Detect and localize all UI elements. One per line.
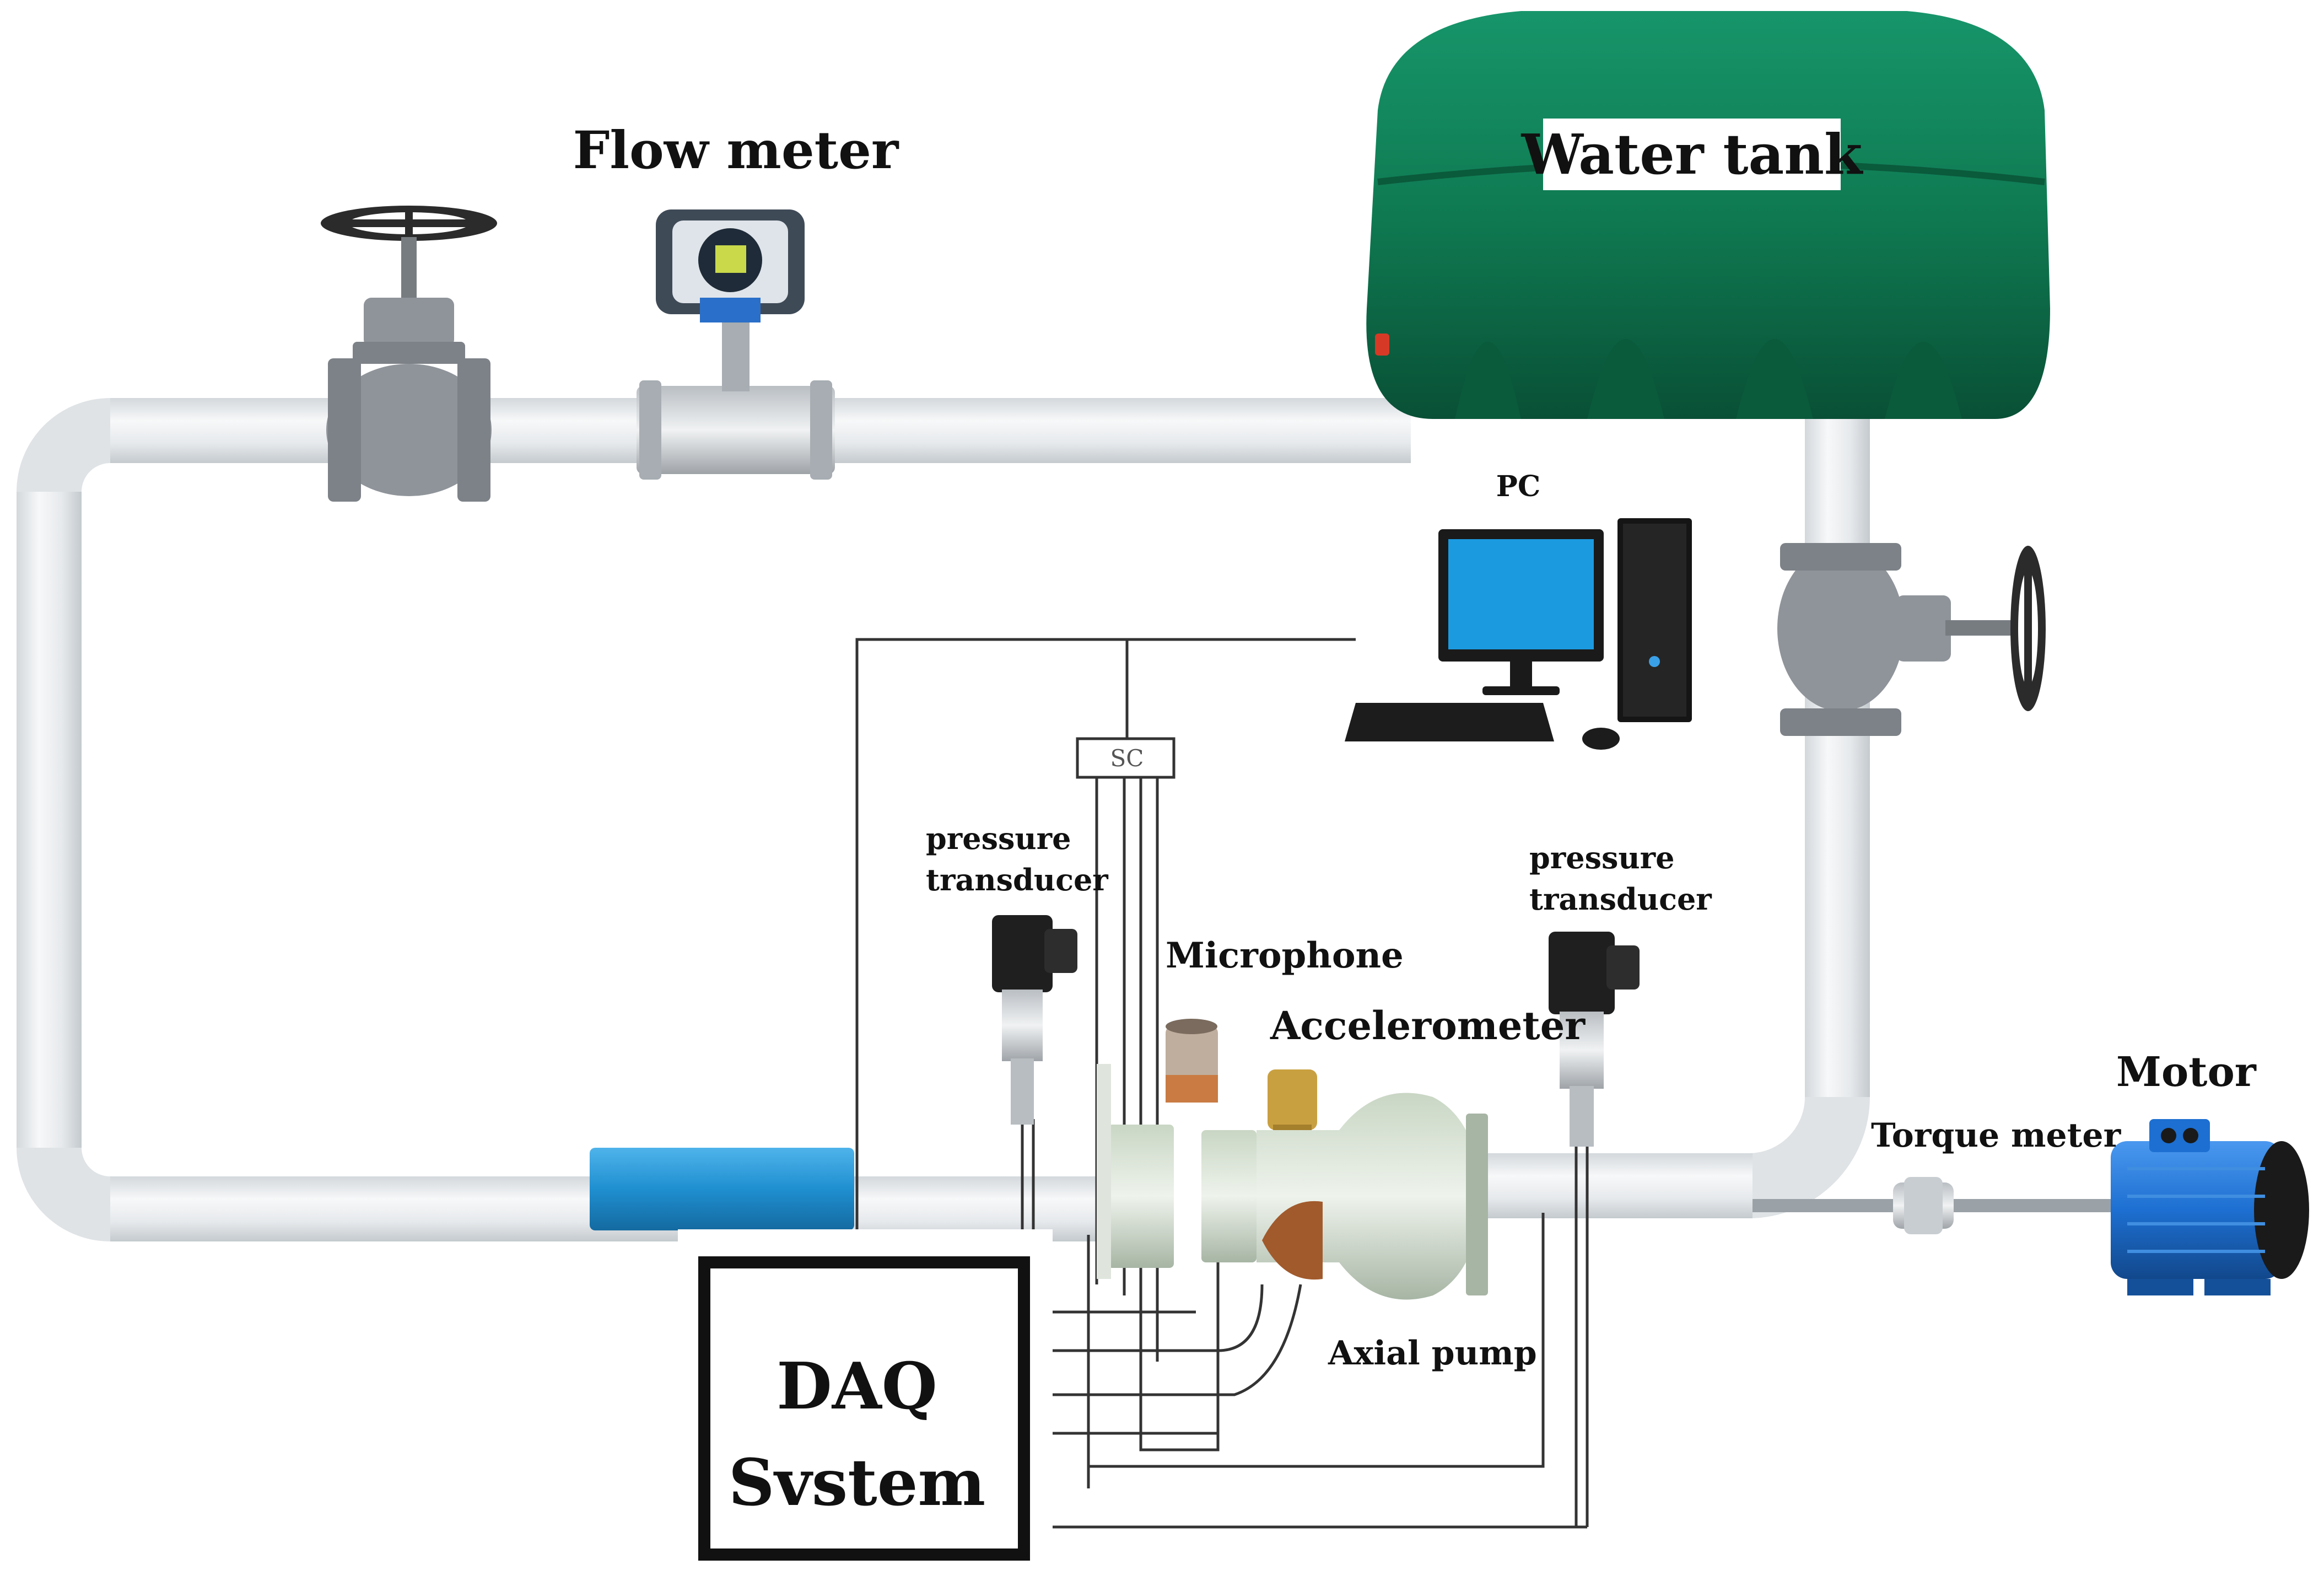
pc-label: PC: [1496, 470, 1541, 503]
pressure-transducer-right-label-line2: transducer: [1529, 881, 1712, 917]
pc-icon: [1345, 518, 1692, 750]
water-tank-label: Water tank: [1521, 122, 1863, 187]
pressure-transducer-left-label-line1: pressure: [926, 821, 1071, 856]
water-tank-icon: [1366, 11, 2050, 419]
daq-label-line2: Svstem: [729, 1445, 986, 1520]
torque-meter-label: Torque meter: [1871, 1116, 2122, 1155]
flow-meter-label: Flow meter: [573, 120, 899, 181]
flow-meter-icon: [637, 209, 835, 480]
microphone-label: Microphone: [1166, 935, 1404, 976]
motor-icon: [2111, 1119, 2309, 1295]
daq-system-box: [698, 1256, 1030, 1561]
signal-conditioner-label: SC: [1110, 745, 1144, 772]
globe-valve-right-icon: [1777, 543, 2046, 736]
axial-pump-icon: [1097, 1064, 1488, 1300]
blue-pipe-section: [590, 1148, 854, 1230]
accelerometer-label: Accelerometer: [1270, 1003, 1586, 1049]
motor-label: Motor: [2116, 1049, 2257, 1096]
pressure-transducer-right-label-line1: pressure: [1529, 840, 1674, 875]
pressure-transducer-left-label-line2: transducer: [926, 862, 1108, 897]
pressure-transducer-right-icon: [1549, 932, 1640, 1147]
globe-valve-icon: [321, 206, 497, 502]
torque-meter-icon: [1893, 1177, 1954, 1234]
water-tank-label-box: [1543, 119, 1841, 190]
microphone-icon: [1166, 1019, 1218, 1103]
daq-label-line1: DAQ: [777, 1349, 937, 1424]
axial-pump-label: Axial pump: [1328, 1334, 1537, 1373]
pressure-transducer-left-icon: [992, 915, 1077, 1125]
